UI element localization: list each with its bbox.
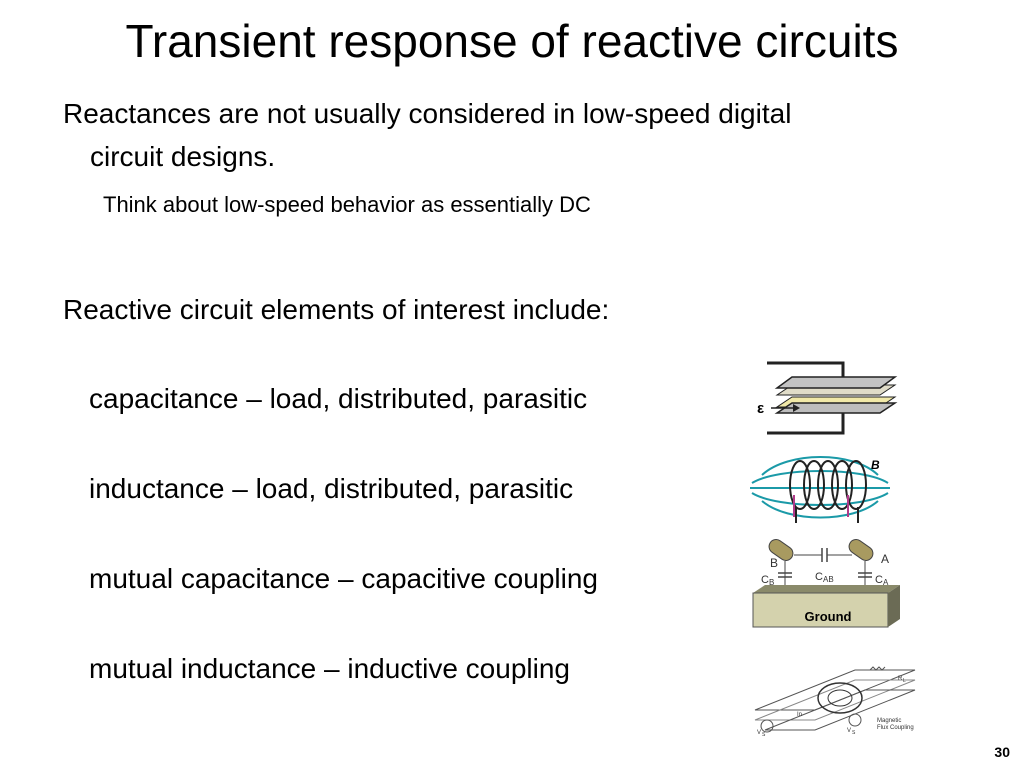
- bullet-reactances: Reactances are not usually considered in…: [63, 92, 963, 178]
- sub-bullet-dc: Think about low-speed behavior as essent…: [103, 192, 591, 217]
- mutual-capacitance-illustration: Ground B A C B C AB C A: [752, 539, 900, 628]
- magnetic-field-label: B: [871, 458, 880, 472]
- page-number: 30: [994, 744, 1010, 760]
- bullet-reactances-line1: Reactances are not usually considered in…: [63, 98, 792, 129]
- cab-subscript: AB: [823, 575, 834, 584]
- item-capacitance: capacitance – load, distributed, parasit…: [89, 383, 588, 414]
- wire-a-label: A: [881, 552, 889, 566]
- in-label: In: [797, 712, 802, 718]
- item-mutual-capacitance: mutual capacitance – capacitive coupling: [89, 563, 598, 594]
- item-inductance: inductance – load, distributed, parasiti…: [89, 473, 574, 504]
- item-mutual-inductance: mutual inductance – inductive coupling: [89, 653, 570, 684]
- magnetic-label: Magnetic: [877, 718, 901, 724]
- mutual-inductance-illustration: R L Magnetic Flux Coupling V S V S In: [754, 666, 916, 738]
- vs-label-left: V: [757, 730, 761, 736]
- cb-subscript: B: [769, 578, 774, 587]
- ca-subscript: A: [883, 578, 889, 587]
- epsilon-label: ε: [757, 400, 764, 417]
- cab-label: C: [815, 571, 823, 583]
- wire-b-label: B: [770, 556, 778, 570]
- rl-label: R: [898, 676, 903, 682]
- bullet-reactive-elements: Reactive circuit elements of interest in…: [63, 294, 610, 325]
- ground-label: Ground: [805, 609, 852, 624]
- vs-label-right: V: [847, 728, 851, 734]
- vs-subscript-right: S: [852, 730, 856, 736]
- flux-coupling-label: Flux Coupling: [877, 725, 914, 731]
- ca-label: C: [875, 574, 883, 586]
- slide-title: Transient response of reactive circuits: [125, 15, 899, 67]
- capacitor-illustration: ε: [757, 361, 898, 435]
- cb-label: C: [761, 574, 769, 586]
- inductor-illustration: B: [750, 456, 890, 523]
- bullet-reactances-line2: circuit designs.: [90, 141, 276, 172]
- rl-subscript: L: [903, 678, 906, 684]
- vs-subscript-left: S: [762, 732, 766, 738]
